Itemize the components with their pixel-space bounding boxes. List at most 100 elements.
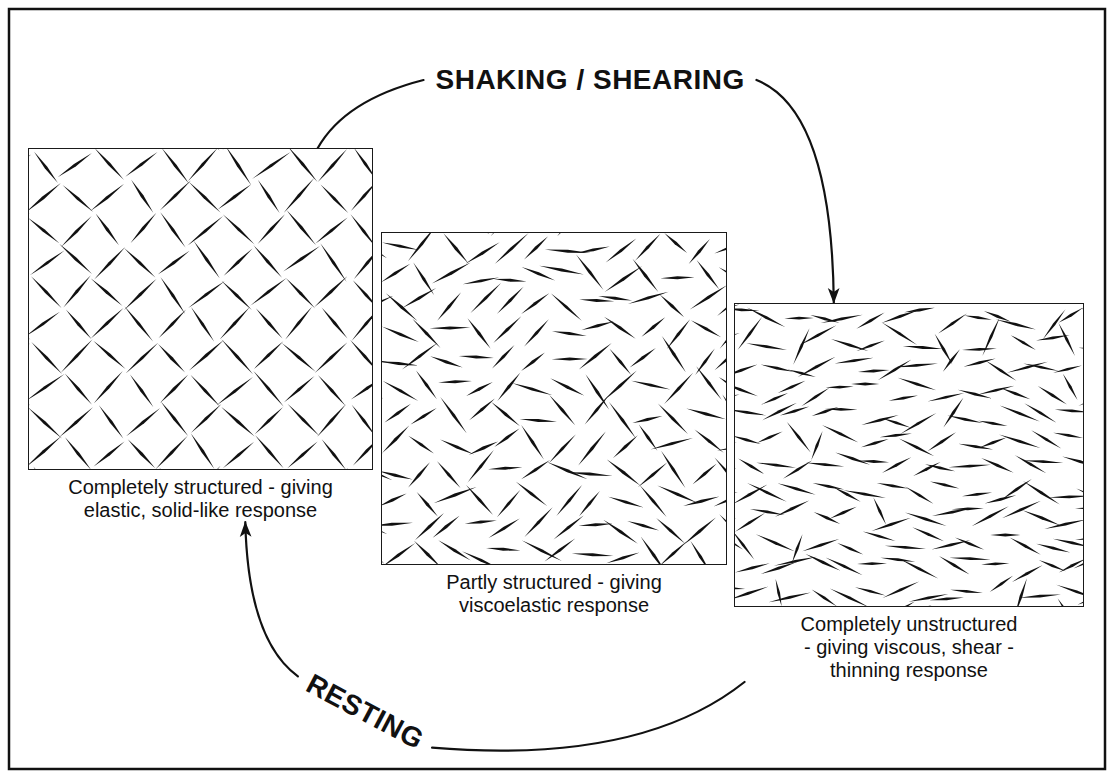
particle-needle [63,185,94,212]
particle-needle [124,306,153,341]
particle-needle [981,563,1009,566]
particle-needle [962,493,992,497]
particle-needle [437,292,461,320]
particle-needle [402,288,436,308]
particle-needle [964,315,992,319]
particle-needle [1058,599,1075,606]
particle-needle [524,236,548,259]
state-caption: Partly structured - giving viscoelastic … [419,571,689,617]
particle-needle [1063,374,1078,400]
particle-needle [488,467,522,470]
particle-needle [188,216,224,246]
particle-needle [415,513,444,540]
particle-needle [284,376,315,403]
particle-needle [798,357,836,377]
particle-needle [160,180,191,210]
particle-needle [93,341,125,369]
particle-needle [697,260,720,290]
particle-needle [640,485,667,517]
particle-needle [996,319,1036,329]
particle-needle [353,280,372,310]
particle-needle [59,407,93,437]
particle-needle [627,521,659,531]
particle-needle [826,386,854,389]
particle-needle [468,318,491,349]
particle-needle [408,233,436,262]
particle-needle [735,513,765,532]
particle-needle [1043,309,1066,339]
particle-needle [322,307,348,338]
particle-needle [315,343,347,373]
particle-needle [223,149,251,150]
structure-frame [734,303,1084,607]
particle-needle [610,349,632,375]
particle-needle [639,425,658,451]
particle-needle [99,405,123,438]
particle-needle [632,416,662,423]
particle-needle [950,590,983,593]
particle-needle [382,380,384,399]
particle-needle [29,218,59,244]
particle-needle [1023,481,1060,504]
particle-needle [161,401,188,436]
particle-needle [986,361,1017,381]
particle-needle [353,437,372,466]
particle-needle [188,281,225,308]
particle-needle [715,346,727,371]
particle-needle [30,251,65,276]
particle-needle [717,444,726,450]
particle-needle [1015,455,1047,473]
particle-needle [925,464,955,471]
particle-needle [512,383,553,395]
particle-needle [59,244,92,274]
particle-needle [981,458,1014,473]
particle-needle [549,434,576,463]
particle-needle [318,375,346,406]
particle-needle [735,587,769,601]
particle-needle [382,426,409,453]
particle-needle [254,341,284,369]
particle-needle [1019,595,1061,598]
particle-needle [258,180,280,213]
particle-needle [900,413,936,434]
particle-needle [582,322,614,331]
particle-needle [91,308,124,339]
particle-needle [34,152,58,184]
particle-needle [432,263,471,284]
particle-needle [843,490,886,498]
structure-panel: Partly structured - giving viscoelastic … [381,232,727,617]
particle-needle [821,315,863,323]
particle-needle [887,602,915,606]
particle-needle [430,326,471,329]
particle-needle [985,495,1017,503]
particle-needle [761,562,797,574]
particle-needle [609,402,636,438]
particle-needle [909,594,949,602]
particle-needle [94,371,123,404]
particle-needle [351,181,372,211]
particle-needle [949,557,991,560]
particle-needle [549,395,575,425]
particle-needle [222,281,252,310]
particle-needle [284,178,314,213]
particle-needle [735,333,740,341]
particle-needle [935,334,953,365]
particle-needle [947,416,983,424]
particle-needle [159,467,185,469]
particle-needle [735,485,768,505]
particle-needle [124,279,157,310]
particle-needle [769,592,811,602]
particle-needle [801,388,829,407]
particle-needle [189,340,224,371]
particle-needle [657,486,698,504]
particle-needle [521,293,549,314]
particle-needle [29,155,31,181]
particle-needle [885,546,926,549]
structure-frame [28,148,373,470]
particle-needle [255,435,283,468]
particle-needle [63,275,90,307]
particle-needle [556,485,582,516]
particle-needle [999,435,1040,449]
particle-needle [695,430,724,453]
particle-needle [466,485,493,515]
